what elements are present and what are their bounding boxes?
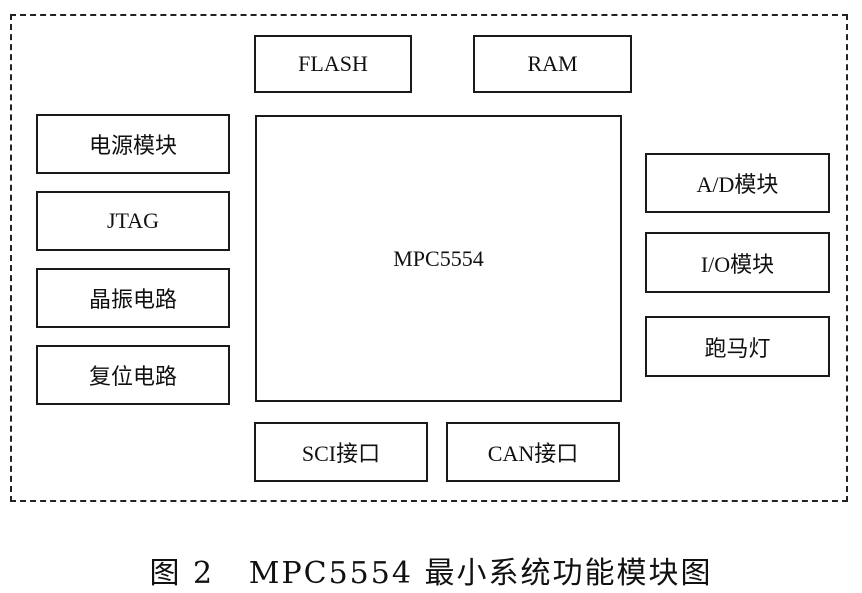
io-module-block: I/O模块 <box>645 232 830 293</box>
system-boundary <box>10 14 848 502</box>
led-chaser-block: 跑马灯 <box>645 316 830 377</box>
reset-circuit-block: 复位电路 <box>36 345 230 405</box>
flash-block: FLASH <box>254 35 412 93</box>
ram-block: RAM <box>473 35 632 93</box>
power-module-block: 电源模块 <box>36 114 230 174</box>
mpc5554-core: MPC5554 <box>255 115 622 402</box>
can-interface-block: CAN接口 <box>446 422 620 482</box>
jtag-block: JTAG <box>36 191 230 251</box>
sci-interface-block: SCI接口 <box>254 422 428 482</box>
figure-caption: 图 2 MPC5554 最小系统功能模块图 <box>149 556 713 591</box>
oscillator-block: 晶振电路 <box>36 268 230 328</box>
ad-module-block: A/D模块 <box>645 153 830 213</box>
